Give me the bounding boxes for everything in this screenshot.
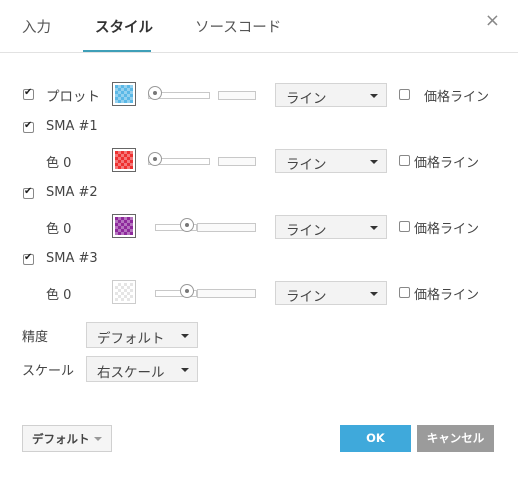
sma2-header-row: SMA #2 [0,179,518,209]
sma2-linestyle-select[interactable]: ライン [275,215,387,239]
plot-checkbox[interactable] [23,87,34,100]
chevron-down-icon [181,368,189,372]
active-tab-indicator [83,50,151,52]
sma3-thickness-slider[interactable] [155,284,265,300]
chevron-down-icon [94,437,102,441]
precision-select[interactable]: デフォルト [86,322,198,348]
chevron-down-icon [370,160,378,164]
sma3-linestyle-select[interactable]: ライン [275,281,387,305]
sma3-label: SMA #3 [46,251,98,266]
sma1-price-line-label: 価格ライン [414,156,480,171]
sma3-color-swatch[interactable] [112,280,136,304]
sma1-header-row: SMA #1 [0,113,518,143]
sma2-price-line-checkbox[interactable] [399,221,410,232]
plot-linestyle-select[interactable]: ライン [275,83,387,107]
plot-row: プロット ライン 価格ライン [0,80,518,110]
ok-button[interactable]: OK [340,425,411,452]
sma3-color-label: 色 0 [46,288,72,303]
plot-label: プロット [46,89,100,105]
sma2-color-swatch[interactable] [112,214,136,238]
scale-row: スケール 右スケール [0,354,518,384]
defaults-button[interactable]: デフォルト [22,425,112,452]
tab-source-code[interactable]: ソースコード [195,20,282,36]
sma2-color-label: 色 0 [46,222,72,237]
tab-style[interactable]: スタイル [95,20,153,36]
sma1-price-line-checkbox[interactable] [399,155,410,166]
chevron-down-icon [181,334,189,338]
sma3-checkbox[interactable] [23,252,34,265]
sma2-thickness-slider[interactable] [155,218,265,234]
sma3-settings-row: 色 0 ライン 価格ライン [0,278,518,308]
sma3-header-row: SMA #3 [0,245,518,275]
sma1-color-label: 色 0 [46,156,72,171]
plot-color-swatch[interactable] [112,82,136,106]
sma2-price-line-label: 価格ライン [414,222,480,237]
precision-row: 精度 デフォルト [0,320,518,350]
sma1-label: SMA #1 [46,119,98,134]
sma3-price-line-label: 価格ライン [414,288,480,303]
precision-label: 精度 [22,330,49,345]
tab-input[interactable]: 入力 [22,20,51,36]
slider-thumb[interactable] [180,218,194,232]
sma2-label: SMA #2 [46,185,98,200]
slider-thumb[interactable] [148,86,162,100]
sma2-checkbox[interactable] [23,186,34,199]
sma1-linestyle-select[interactable]: ライン [275,149,387,173]
chevron-down-icon [370,292,378,296]
sma1-thickness-slider[interactable] [148,152,258,168]
plot-price-line-label: 価格ライン [424,90,490,105]
sma1-checkbox[interactable] [23,120,34,133]
cancel-button[interactable]: キャンセル [417,425,494,452]
tab-bar: 入力 スタイル ソースコード [0,0,518,53]
slider-thumb[interactable] [148,152,162,166]
scale-select[interactable]: 右スケール [86,356,198,382]
sma3-price-line-checkbox[interactable] [399,287,410,298]
sma1-color-swatch[interactable] [112,148,136,172]
plot-thickness-slider[interactable] [148,86,258,102]
sma1-settings-row: 色 0 ライン 価格ライン [0,146,518,176]
sma2-settings-row: 色 0 ライン 価格ライン [0,212,518,242]
chevron-down-icon [370,226,378,230]
defaults-button-label: デフォルト [32,432,90,446]
scale-label: スケール [22,364,75,379]
close-icon[interactable]: × [484,10,500,31]
chevron-down-icon [370,94,378,98]
slider-thumb[interactable] [180,284,194,298]
plot-price-line-checkbox[interactable] [399,89,410,100]
